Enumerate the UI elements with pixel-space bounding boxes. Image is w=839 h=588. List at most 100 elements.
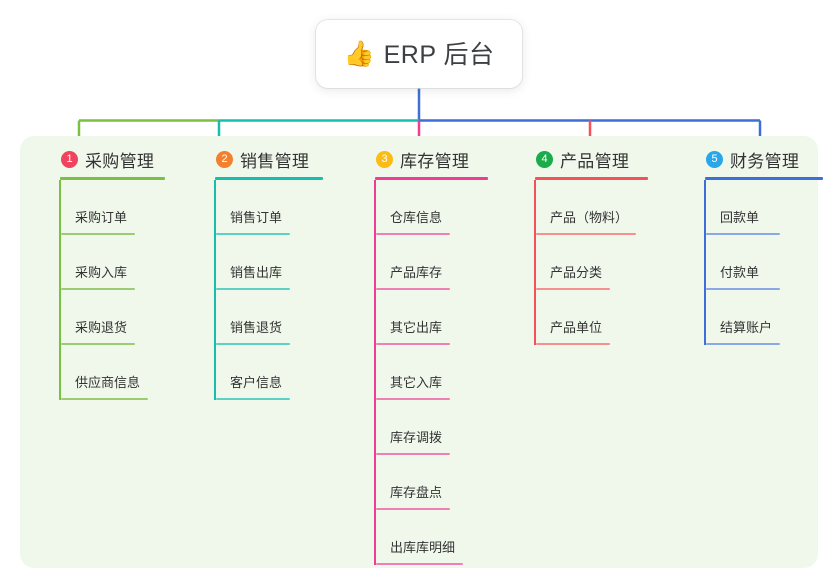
root-node-content: 👍 ERP 后台: [343, 35, 494, 71]
branch-number-badge: 5: [706, 150, 723, 168]
branch-child-item[interactable]: 付款单: [706, 235, 823, 290]
branch-header-4[interactable]: 4 产品管理: [515, 146, 648, 172]
branch-child-label: 其它入库: [390, 375, 443, 390]
branch-title: 产品管理: [560, 151, 630, 171]
branch-child-item[interactable]: 采购订单: [61, 180, 165, 235]
branch-number-badge: 4: [536, 150, 553, 168]
branch-title: 库存管理: [400, 151, 470, 171]
branch-child-label: 销售出库: [230, 265, 283, 280]
branch-child-label: 其它出库: [390, 320, 443, 335]
branch-number-badge: 2: [216, 150, 233, 168]
branch-child-rule: [376, 563, 463, 565]
branch-child-item[interactable]: 产品分类: [536, 235, 648, 290]
branch-children-list: 仓库信息产品库存其它出库其它入库库存调拨库存盘点出库库明细: [355, 180, 488, 565]
branch-child-label: 采购入库: [75, 265, 128, 280]
branch-child-label: 库存盘点: [390, 485, 443, 500]
branch-child-rule: [216, 233, 290, 235]
branch-child-rule: [376, 508, 450, 510]
branch-child-rule: [216, 343, 290, 345]
branch-trunk: [704, 180, 706, 345]
branch-trunk: [59, 180, 61, 400]
branch-child-label: 付款单: [720, 265, 760, 280]
branch-column-5: 5 财务管理回款单付款单结算账户: [685, 146, 823, 345]
root-node[interactable]: 👍 ERP 后台: [316, 20, 522, 88]
branches-panel: [20, 136, 818, 568]
branch-child-item[interactable]: 库存调拨: [376, 400, 488, 455]
root-node-label: ERP 后台: [383, 41, 495, 69]
branch-child-item[interactable]: 销售出库: [216, 235, 323, 290]
branch-child-label: 结算账户: [720, 320, 773, 335]
branch-number-badge: 3: [376, 150, 393, 168]
branch-child-item[interactable]: 供应商信息: [61, 345, 165, 400]
branch-child-item[interactable]: 结算账户: [706, 290, 823, 345]
branch-children-list: 销售订单销售出库销售退货客户信息: [195, 180, 323, 400]
branch-header-5[interactable]: 5 财务管理: [685, 146, 823, 172]
branch-child-item[interactable]: 仓库信息: [376, 180, 488, 235]
branch-child-label: 供应商信息: [75, 375, 141, 390]
branch-child-rule: [706, 288, 780, 290]
branch-title: 销售管理: [240, 151, 310, 171]
branch-title: 财务管理: [730, 151, 800, 171]
branch-trunk: [374, 180, 376, 565]
branch-header-rule: [60, 177, 165, 180]
branch-child-item[interactable]: 客户信息: [216, 345, 323, 400]
branch-child-label: 销售退货: [230, 320, 283, 335]
branch-header-1[interactable]: 1 采购管理: [40, 146, 165, 172]
branch-child-label: 采购订单: [75, 210, 128, 225]
branch-child-label: 产品分类: [550, 265, 603, 280]
branch-child-label: 出库库明细: [390, 540, 456, 555]
branch-children-list: 采购订单采购入库采购退货供应商信息: [40, 180, 165, 400]
branch-child-label: 采购退货: [75, 320, 128, 335]
branch-header-2[interactable]: 2 销售管理: [195, 146, 323, 172]
branch-child-item[interactable]: 产品（物料）: [536, 180, 648, 235]
branch-child-label: 库存调拨: [390, 430, 443, 445]
branch-header-3[interactable]: 3 库存管理: [355, 146, 488, 172]
branch-child-label: 产品（物料）: [550, 210, 629, 225]
branch-title: 采购管理: [85, 151, 155, 171]
branch-children-list: 产品（物料） 产品分类产品单位: [515, 180, 648, 345]
branch-child-item[interactable]: 采购退货: [61, 290, 165, 345]
branch-header-rule: [705, 177, 823, 180]
branch-child-item[interactable]: 产品库存: [376, 235, 488, 290]
branch-child-rule: [61, 233, 135, 235]
branch-column-1: 1 采购管理采购订单采购入库采购退货供应商信息: [40, 146, 165, 400]
branch-column-2: 2 销售管理销售订单销售出库销售退货客户信息: [195, 146, 323, 400]
branch-child-label: 销售订单: [230, 210, 283, 225]
branch-child-rule: [376, 288, 450, 290]
branch-child-label: 客户信息: [230, 375, 283, 390]
branch-child-rule: [61, 398, 148, 400]
branch-child-rule: [536, 343, 610, 345]
branch-children-list: 回款单付款单结算账户: [685, 180, 823, 345]
branch-child-rule: [376, 233, 450, 235]
branch-child-item[interactable]: 销售退货: [216, 290, 323, 345]
branch-header-rule: [535, 177, 648, 180]
branch-child-rule: [376, 453, 450, 455]
branch-child-rule: [706, 233, 780, 235]
branch-header-rule: [215, 177, 323, 180]
branch-child-item[interactable]: 其它入库: [376, 345, 488, 400]
branch-child-item[interactable]: 出库库明细: [376, 510, 488, 565]
branch-child-rule: [376, 398, 450, 400]
branch-child-rule: [536, 233, 636, 235]
branch-trunk: [214, 180, 216, 400]
branch-child-item[interactable]: 销售订单: [216, 180, 323, 235]
branch-header-rule: [375, 177, 488, 180]
branch-child-rule: [61, 343, 135, 345]
branch-child-rule: [216, 398, 290, 400]
branch-trunk: [534, 180, 536, 345]
branch-child-item[interactable]: 其它出库: [376, 290, 488, 345]
branch-child-rule: [706, 343, 780, 345]
branch-child-rule: [376, 343, 450, 345]
branch-child-label: 回款单: [720, 210, 760, 225]
branch-child-item[interactable]: 回款单: [706, 180, 823, 235]
branch-number-badge: 1: [61, 150, 78, 168]
branch-column-3: 3 库存管理仓库信息产品库存其它出库其它入库库存调拨库存盘点出库库明细: [355, 146, 488, 565]
branch-child-item[interactable]: 产品单位: [536, 290, 648, 345]
branch-child-label: 产品单位: [550, 320, 603, 335]
thumbs-up-icon: 👍: [343, 38, 375, 68]
branch-child-item[interactable]: 库存盘点: [376, 455, 488, 510]
branch-column-4: 4 产品管理产品（物料） 产品分类产品单位: [515, 146, 648, 345]
branch-child-label: 产品库存: [390, 265, 443, 280]
branch-child-item[interactable]: 采购入库: [61, 235, 165, 290]
